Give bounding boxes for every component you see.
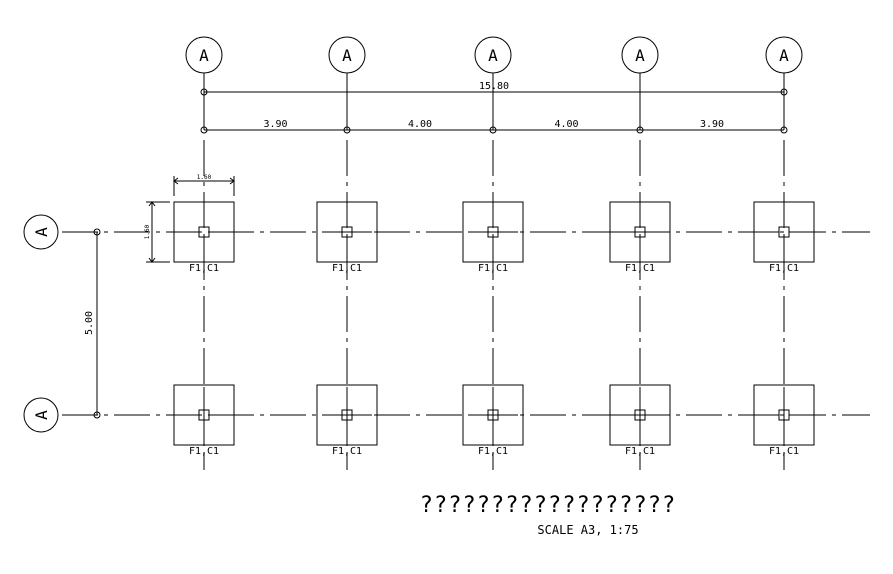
row-grid-label: A bbox=[32, 410, 51, 420]
footing-axis-cross bbox=[615, 387, 665, 443]
column-grid-label: A bbox=[342, 46, 352, 65]
column-grid-label: A bbox=[488, 46, 498, 65]
drawing-title: ?????????????????? bbox=[420, 493, 676, 518]
column-grid-label: A bbox=[635, 46, 645, 65]
footing-axis-cross bbox=[468, 204, 518, 260]
footing-label: F1,C1 bbox=[625, 446, 655, 457]
column-grid-label: A bbox=[779, 46, 789, 65]
column-grid-label: A bbox=[199, 46, 209, 65]
row-grid-bubble bbox=[23, 397, 59, 433]
drawing-scale: SCALE A3, 1:75 bbox=[537, 523, 638, 537]
footing-length-label: 1.60 bbox=[144, 224, 151, 239]
footing-label: F1,C1 bbox=[478, 446, 508, 457]
overall-dimension-label: 15.80 bbox=[479, 81, 509, 92]
footing-axis-cross bbox=[615, 204, 665, 260]
footing-length-dimension bbox=[146, 201, 170, 263]
footing-width-dimension bbox=[173, 176, 235, 196]
footing-axis-cross bbox=[759, 204, 809, 260]
footing-label: F1,C1 bbox=[189, 446, 219, 457]
footing-axis-cross bbox=[468, 387, 518, 443]
span-dimension-label: 4.00 bbox=[554, 119, 578, 130]
span-dimension-label: 4.00 bbox=[408, 119, 432, 130]
footing-axis-cross bbox=[179, 204, 229, 260]
row-grid-label: A bbox=[32, 227, 51, 237]
footing-label: F1,C1 bbox=[769, 446, 799, 457]
footing-label: F1,C1 bbox=[332, 446, 362, 457]
footing-axis-cross bbox=[759, 387, 809, 443]
span-dimension-label: 3.90 bbox=[263, 119, 287, 130]
footing-axis-cross bbox=[322, 387, 372, 443]
span-dimension-label: 3.90 bbox=[700, 119, 724, 130]
footing-width-label: 1.60 bbox=[197, 174, 212, 181]
footing-axis-cross bbox=[322, 204, 372, 260]
row-spacing-label: 5.00 bbox=[84, 311, 95, 335]
footing-axis-cross bbox=[179, 387, 229, 443]
row-grid-bubble bbox=[23, 214, 59, 250]
